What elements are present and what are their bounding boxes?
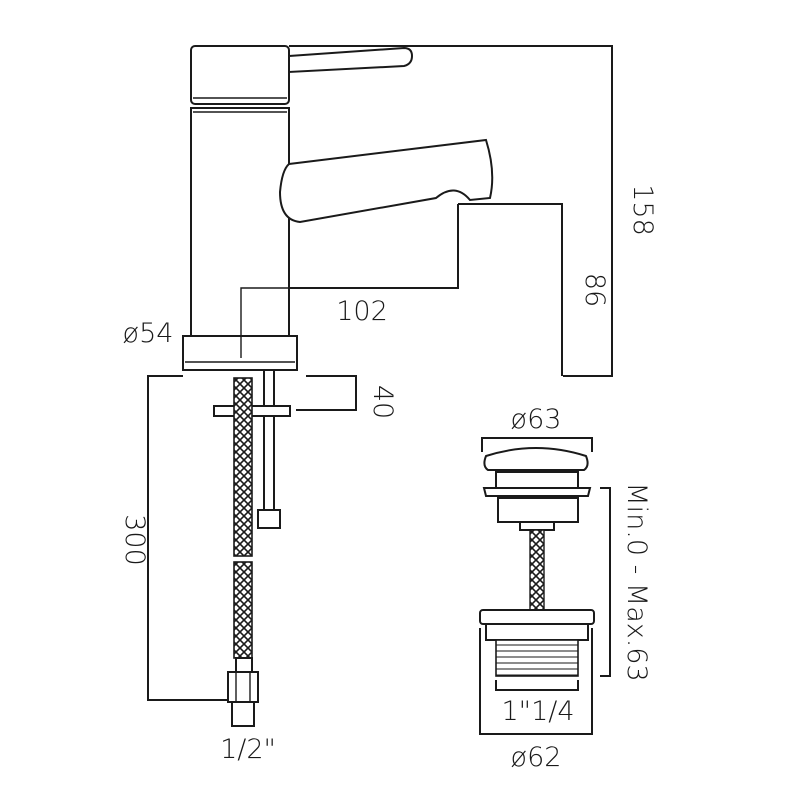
hose-ferrule (235, 657, 253, 673)
tap-handle-cap (190, 45, 290, 105)
tap-body (190, 107, 290, 337)
dim-line-thread (495, 680, 579, 691)
reach-reference-line (240, 287, 289, 358)
label-base-diameter: ø54 (123, 318, 174, 349)
waste-body-ring (479, 609, 595, 625)
tap-base-flange (182, 335, 298, 371)
dim-line-total-height (289, 45, 613, 377)
tap-dimensions (147, 45, 613, 701)
dim-line-body-diameter (479, 628, 593, 735)
label-spout-reach: 102 (336, 296, 388, 327)
mixer-tap (182, 45, 494, 727)
waste-cap-stem (495, 471, 579, 489)
dim-line-hose-length (147, 375, 228, 701)
label-hose-thread: 1/2" (220, 734, 276, 765)
dim-line-cap-diameter (481, 437, 593, 452)
waste-body-seat (485, 623, 589, 641)
waste-collar (497, 497, 579, 523)
label-cap-diameter: ø63 (511, 404, 562, 435)
tap-shank (263, 369, 275, 511)
dim-line-spout-reach (289, 204, 459, 289)
label-base-thickness: 40 (367, 385, 398, 419)
hose-tail (231, 701, 255, 727)
waste-dimensions (479, 437, 611, 735)
waste-flange (482, 487, 592, 497)
hose-lower (233, 561, 253, 659)
label-hose-length: 300 (119, 514, 150, 566)
waste-collar-nut (519, 521, 555, 531)
tap-spout (278, 138, 494, 224)
dim-line-waste-range (600, 487, 611, 677)
waste-assembly (479, 447, 595, 677)
label-total-height: 158 (627, 184, 658, 236)
label-body-diameter: ø62 (511, 742, 562, 773)
waste-threaded-body (495, 639, 579, 677)
dim-line-spout-height (458, 203, 563, 376)
label-waste-thread: 1"1/4 (501, 696, 574, 727)
label-spout-height: 86 (579, 273, 610, 307)
hose-nut (227, 671, 259, 703)
tap-lever (288, 46, 414, 74)
label-waste-range: Min.0 - Max.63 (621, 482, 652, 681)
waste-cap (483, 447, 589, 471)
tap-shank-nut (257, 509, 281, 529)
dimension-labels: 158 86 102 ø54 40 300 1/2" ø63 Min.0 - M… (119, 184, 658, 773)
waste-spindle (529, 529, 545, 611)
dim-line-base-thickness (296, 375, 357, 411)
hose-upper (233, 377, 253, 557)
